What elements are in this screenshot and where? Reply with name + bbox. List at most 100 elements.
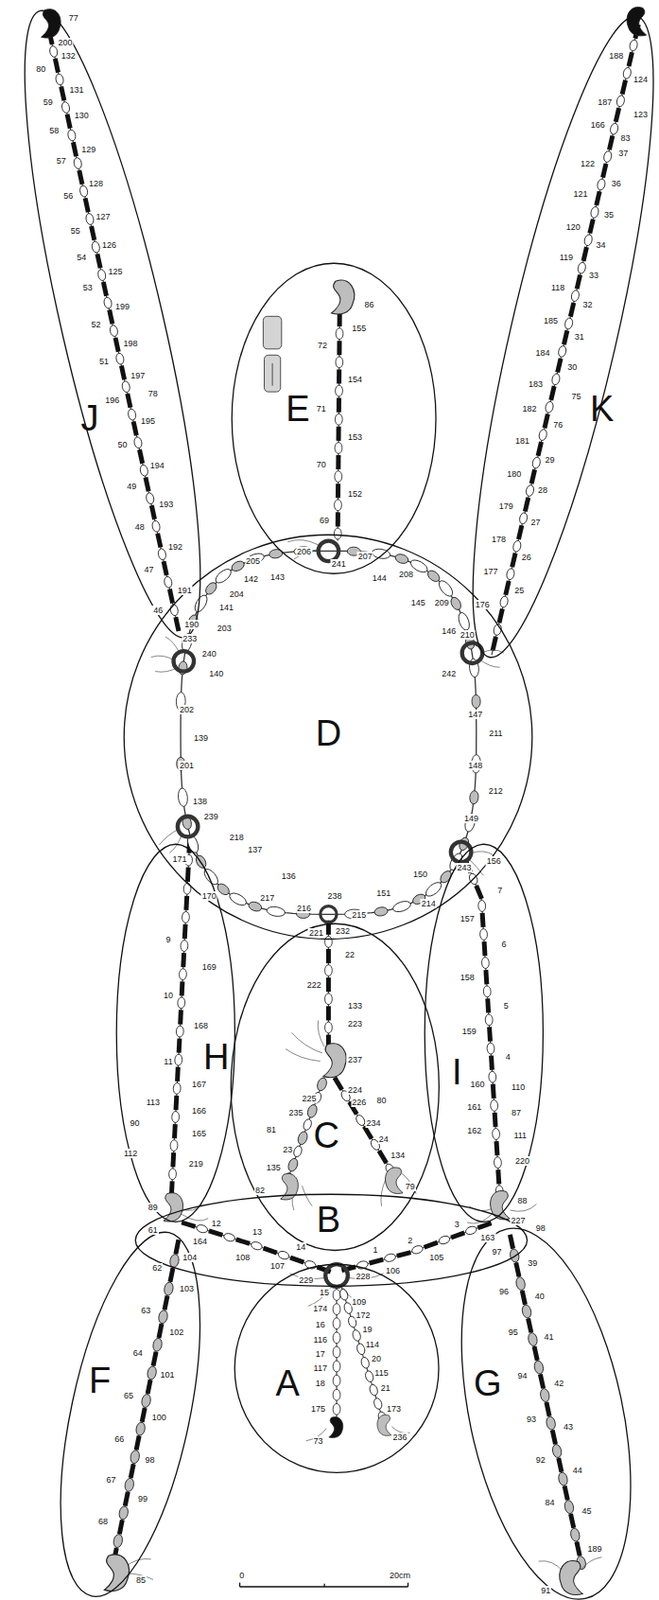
callout-number: 67 bbox=[105, 1474, 118, 1484]
callout-number: 129 bbox=[80, 144, 97, 155]
callout-number: 98 bbox=[535, 1222, 547, 1232]
spindle-bead bbox=[227, 889, 249, 907]
bar-bead bbox=[613, 107, 622, 123]
callout-number: 176 bbox=[474, 599, 491, 609]
white-bead bbox=[54, 72, 65, 86]
bar-bead bbox=[208, 1228, 224, 1237]
callout-number: 149 bbox=[463, 813, 480, 823]
callout-number: 142 bbox=[242, 573, 260, 584]
spindle-bead bbox=[244, 551, 265, 566]
stone-bead bbox=[135, 1420, 147, 1436]
bar-bead bbox=[137, 449, 145, 465]
stone-bead bbox=[203, 580, 219, 597]
callout-number: 216 bbox=[295, 902, 313, 913]
bar-bead bbox=[174, 1066, 181, 1081]
callout-number: 143 bbox=[269, 572, 286, 582]
callout-number: 22 bbox=[344, 949, 356, 959]
callout-number: 181 bbox=[514, 435, 531, 446]
callout-number: 72 bbox=[316, 340, 329, 350]
callout-number: 162 bbox=[466, 1125, 483, 1135]
white-bead bbox=[334, 499, 343, 511]
callout-number: 125 bbox=[106, 266, 123, 277]
callout-number: 55 bbox=[69, 225, 82, 236]
claw bbox=[163, 1192, 183, 1221]
white-bead bbox=[479, 927, 487, 939]
claw bbox=[329, 1415, 344, 1437]
stone-bead bbox=[315, 1075, 329, 1092]
callout-number: 26 bbox=[520, 552, 533, 562]
callout-number: 57 bbox=[55, 156, 68, 166]
callout-number: 172 bbox=[355, 1309, 372, 1319]
callout-number: 39 bbox=[526, 1257, 538, 1267]
stone-bead bbox=[152, 1336, 164, 1353]
bar-bead bbox=[423, 1239, 439, 1249]
ornate-ring bbox=[320, 905, 337, 922]
bar-bead bbox=[176, 1037, 183, 1052]
stone-bead bbox=[520, 1302, 533, 1318]
white-bead bbox=[338, 1286, 349, 1301]
callout-number: 224 bbox=[346, 1084, 364, 1094]
bar-bead bbox=[587, 218, 595, 234]
white-bead bbox=[332, 1345, 341, 1357]
callout-number: 150 bbox=[412, 868, 429, 879]
stone-bead bbox=[569, 1526, 581, 1542]
white-bead bbox=[608, 122, 619, 136]
stone-bead bbox=[146, 1364, 158, 1380]
callout-number: 141 bbox=[218, 602, 235, 612]
region-outline: I bbox=[421, 840, 547, 1225]
bar-bead bbox=[128, 1462, 137, 1478]
stone-bead bbox=[268, 548, 283, 559]
callout-number: 163 bbox=[479, 1231, 496, 1242]
callout-number: 19 bbox=[361, 1323, 373, 1334]
white-bead bbox=[85, 212, 95, 226]
white-bead bbox=[127, 408, 138, 421]
callout-number: 132 bbox=[60, 51, 77, 61]
callout-number: 235 bbox=[287, 1107, 304, 1117]
callout-number: 239 bbox=[203, 811, 220, 821]
callout-number: 62 bbox=[151, 1262, 163, 1272]
callout-number: 220 bbox=[514, 1155, 531, 1165]
scale-tick bbox=[323, 1582, 325, 1586]
string-line bbox=[181, 1221, 327, 1270]
callout-number: 184 bbox=[534, 347, 551, 358]
callout-number: 28 bbox=[537, 485, 549, 495]
bar-bead bbox=[101, 281, 109, 297]
region-ellipse bbox=[424, 843, 543, 1221]
region-outline: A bbox=[231, 1260, 442, 1475]
callout-number: 124 bbox=[632, 74, 649, 85]
claw bbox=[377, 1413, 392, 1435]
callout-number: 229 bbox=[297, 1274, 314, 1284]
callout-number: 58 bbox=[48, 125, 60, 136]
claw bbox=[385, 1166, 404, 1194]
callout-number: 130 bbox=[73, 110, 90, 121]
white-bead bbox=[177, 996, 186, 1008]
callout-number: 233 bbox=[181, 633, 198, 643]
callout-number: 167 bbox=[190, 1078, 208, 1089]
white-bead bbox=[563, 316, 573, 330]
stone-bead bbox=[557, 1470, 570, 1486]
bar-bead bbox=[151, 1350, 159, 1366]
bar-bead bbox=[536, 440, 544, 456]
white-bead bbox=[557, 345, 568, 358]
callout-number: 90 bbox=[128, 1117, 140, 1128]
stone-bead bbox=[527, 1331, 539, 1347]
string-line bbox=[334, 1076, 393, 1173]
callout-number: 117 bbox=[312, 1362, 329, 1372]
region-ellipse bbox=[432, 1212, 659, 1599]
callout-number: 196 bbox=[104, 395, 121, 405]
callout-number: 76 bbox=[552, 419, 564, 430]
white-bead bbox=[169, 603, 179, 616]
bar-bead bbox=[537, 1372, 546, 1388]
callout-number: 185 bbox=[542, 315, 559, 326]
callout-number: 217 bbox=[259, 892, 276, 902]
stone-bead bbox=[468, 789, 480, 804]
white-bead bbox=[223, 1231, 237, 1242]
callout-number: 50 bbox=[116, 439, 128, 450]
bar-bead bbox=[179, 980, 186, 995]
stone-bead bbox=[563, 1498, 575, 1514]
callout-number: 215 bbox=[350, 909, 367, 920]
bar-bead bbox=[106, 309, 115, 325]
callout-number: 4 bbox=[504, 1051, 512, 1061]
callout-number: 219 bbox=[188, 1158, 205, 1168]
white-bead bbox=[108, 324, 119, 337]
